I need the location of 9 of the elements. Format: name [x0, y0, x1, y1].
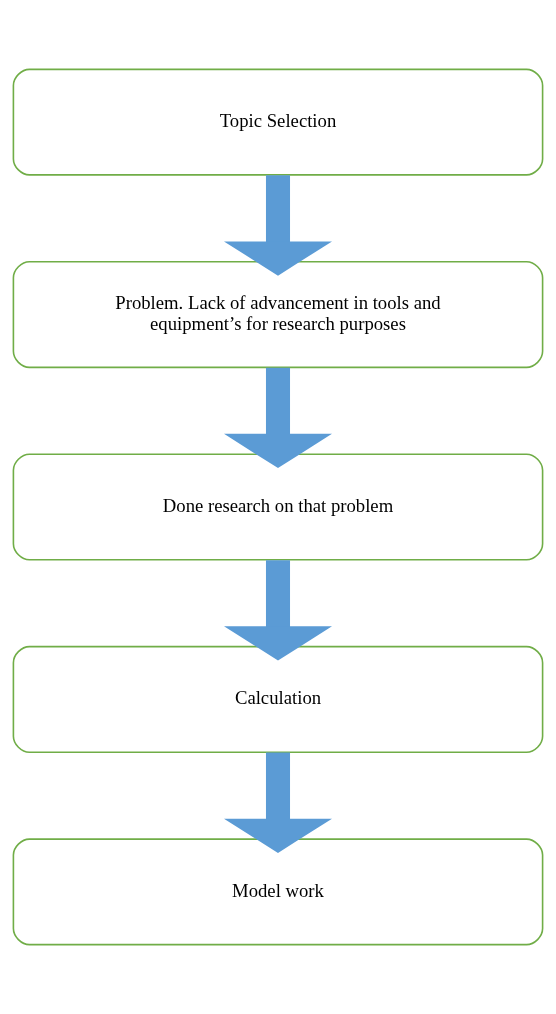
node-box: Topic Selection [12, 68, 544, 176]
node-box: Model work [12, 838, 544, 946]
node-box: Problem. Lack of advancement in tools and equipment’s for research purposes [12, 260, 544, 369]
arrow [224, 752, 332, 853]
arrow [224, 367, 332, 469]
node-box: Done research on that problem [12, 453, 544, 561]
node-box: Calculation [12, 645, 544, 753]
arrow [224, 175, 332, 276]
arrow [224, 560, 332, 661]
